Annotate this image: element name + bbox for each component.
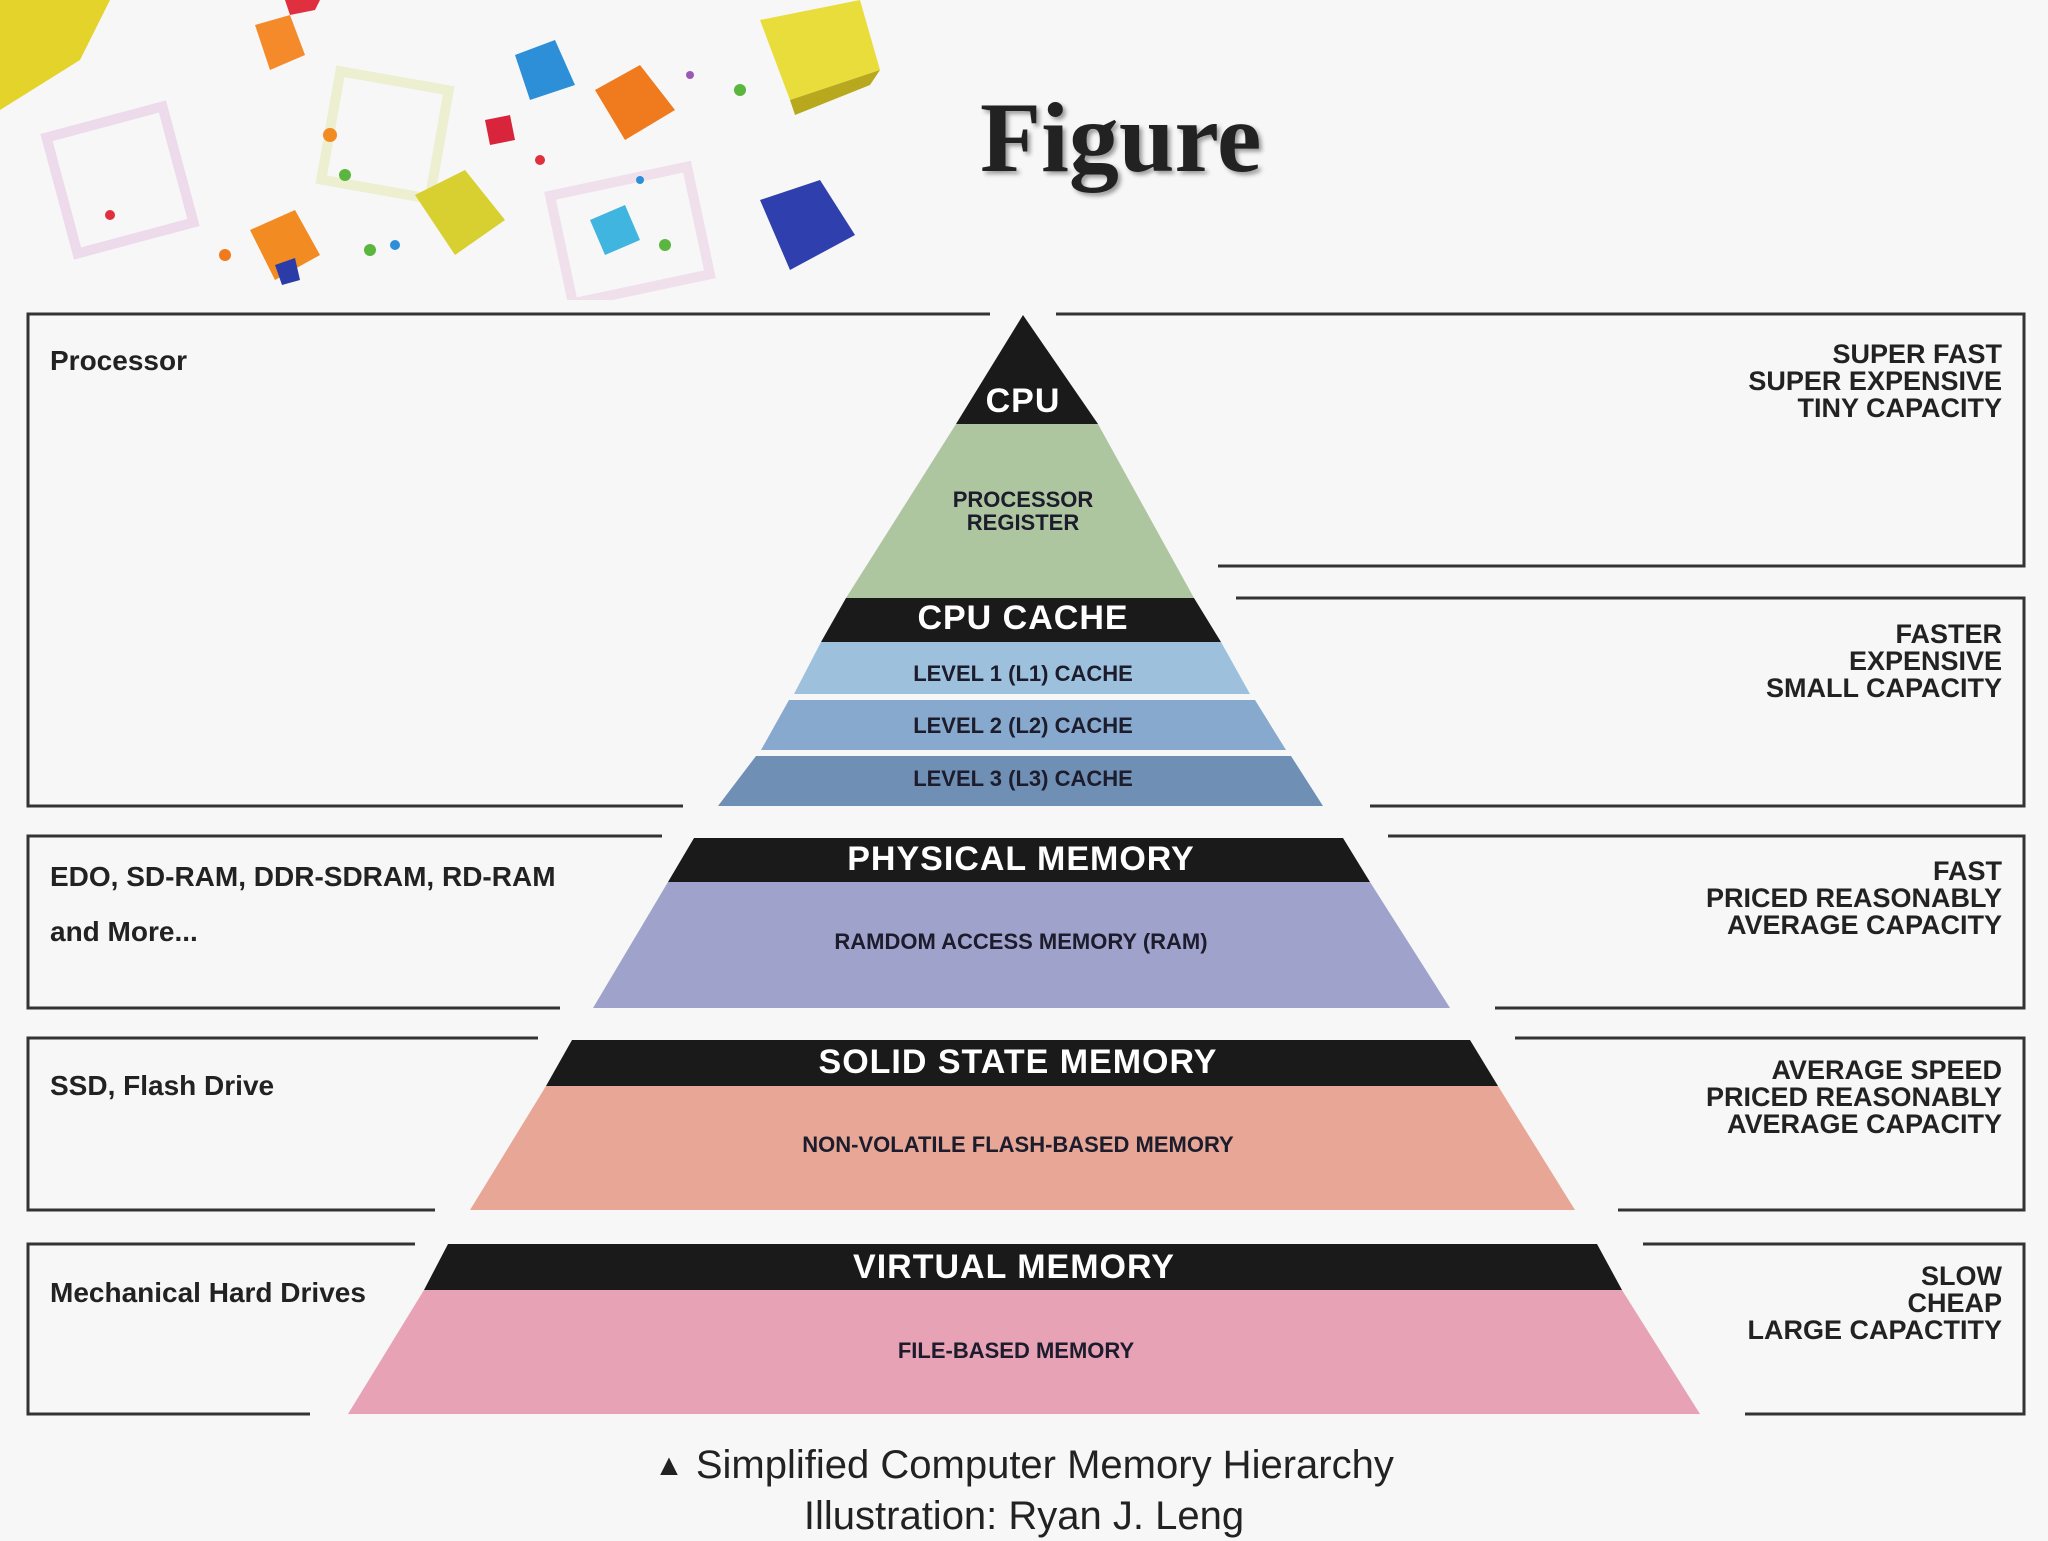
deco-cube-blue [515,40,575,100]
note-fast-line: FAST [1932,856,2002,886]
deco-cube-yellow [760,0,880,100]
l3-cache-label: LEVEL 3 (L3) CACHE [913,766,1133,791]
deco-dot [734,84,746,96]
deco-square-outline [40,100,200,260]
frame-solid-state [26,1036,2026,1212]
deco-cube-orange [595,65,675,140]
frame-physical [26,834,2026,1010]
cpu-cache-band [821,598,1221,642]
note-physical-memory-line1: EDO, SD-RAM, DDR-SDRAM, RD-RAM [50,861,556,892]
deco-dot [390,240,400,250]
deco-cube-orange [250,210,320,280]
deco-dot [535,155,545,165]
physical-memory-label: PHYSICAL MEMORY [847,840,1195,878]
note-average-speed-line: AVERAGE CAPACITY [1726,1109,2002,1139]
note-physical-memory-types: EDO, SD-RAM, DDR-SDRAM, RD-RAM and More.… [50,850,556,959]
deco-cube-blue [275,258,300,285]
virtual-layer [348,1290,1700,1414]
deco-dot [219,249,231,261]
register-label-line: PROCESSOR [952,487,1094,512]
decorative-cubes [0,0,880,300]
virtual-band [424,1244,1622,1290]
deco-cube-yellow [0,0,110,110]
physical-band [668,838,1370,882]
deco-dot [686,71,694,79]
ssd-layer [470,1086,1575,1210]
note-slow-line: CHEAP [1907,1288,2002,1318]
note-physical-memory-line2: and More... [50,915,198,947]
note-super-fast-line: SUPER EXPENSIVE [1748,366,2002,396]
note-faster-line: FASTER [1895,619,2002,649]
solid-state-label: SOLID STATE MEMORY [818,1043,1218,1081]
note-average-speed-line: PRICED REASONABLY [1705,1082,2002,1112]
note-super-fast-line: TINY CAPACITY [1797,393,2002,423]
figure-caption: ▲ Simplified Computer Memory Hierarchy Il… [0,1440,2048,1541]
note-faster-line: SMALL CAPACITY [1766,673,2002,703]
virtual-memory-label: VIRTUAL MEMORY [853,1248,1175,1286]
deco-cube-yellow [790,70,880,115]
ram-label: RAMDOM ACCESS MEMORY (RAM) [834,929,1208,954]
frame-cache [1236,596,2026,808]
deco-dot [364,244,376,256]
deco-cube-navy [760,180,855,270]
deco-dot [659,239,671,251]
frame-virtual [26,1242,2026,1416]
cpu-label: CPU [985,382,1061,420]
note-average-speed-line: AVERAGE SPEED [1771,1055,2002,1085]
note-fast-line: AVERAGE CAPACITY [1726,910,2002,940]
deco-square-outline [315,65,455,205]
note-faster-line: EXPENSIVE [1848,646,2002,676]
deco-cube-cyan [590,205,640,255]
l1-cache-layer [794,642,1250,694]
ram-layer [593,882,1450,1008]
l1-cache-label: LEVEL 1 (L1) CACHE [913,661,1133,686]
triangle-icon: ▲ [654,1449,684,1482]
deco-dot [339,169,351,181]
l3-cache-layer [718,756,1323,806]
deco-square-outline [544,160,716,300]
deco-dot [636,176,644,184]
note-super-fast-line: SUPER FAST [1832,339,2002,369]
l2-cache-label: LEVEL 2 (L2) CACHE [913,713,1133,738]
deco-cube-red [285,0,320,15]
caption-line1: ▲ Simplified Computer Memory Hierarchy [0,1440,2048,1491]
file-memory-label: FILE-BASED MEMORY [897,1338,1135,1363]
register-label-line: REGISTER [966,510,1080,535]
deco-cube-orange [255,15,305,70]
solid-state-band [546,1040,1498,1086]
deco-dot [105,210,115,220]
register-layer [846,424,1194,598]
l2-cache-layer [761,700,1286,750]
note-hard-drives: Mechanical Hard Drives [50,1277,366,1308]
frame-processor [26,312,2026,808]
caption-credit: Illustration: Ryan J. Leng [803,1494,1245,1538]
note-fast-line: PRICED REASONABLY [1705,883,2002,913]
note-processor: Processor [50,345,187,376]
deco-cube-red [485,115,515,145]
cpu-band [956,315,1098,424]
flash-memory-label: NON-VOLATILE FLASH-BASED MEMORY [802,1132,1234,1157]
note-slow-line: SLOW [1921,1261,2002,1291]
slide-title: Figure [980,82,1262,193]
deco-dot [323,128,337,142]
cpu-cache-label: CPU CACHE [917,599,1129,637]
note-slow-line: LARGE CAPACTITY [1747,1315,2003,1345]
deco-cube-yellow [415,170,505,255]
caption-title: Simplified Computer Memory Hierarchy [695,1443,1394,1487]
note-ssd: SSD, Flash Drive [50,1070,275,1101]
